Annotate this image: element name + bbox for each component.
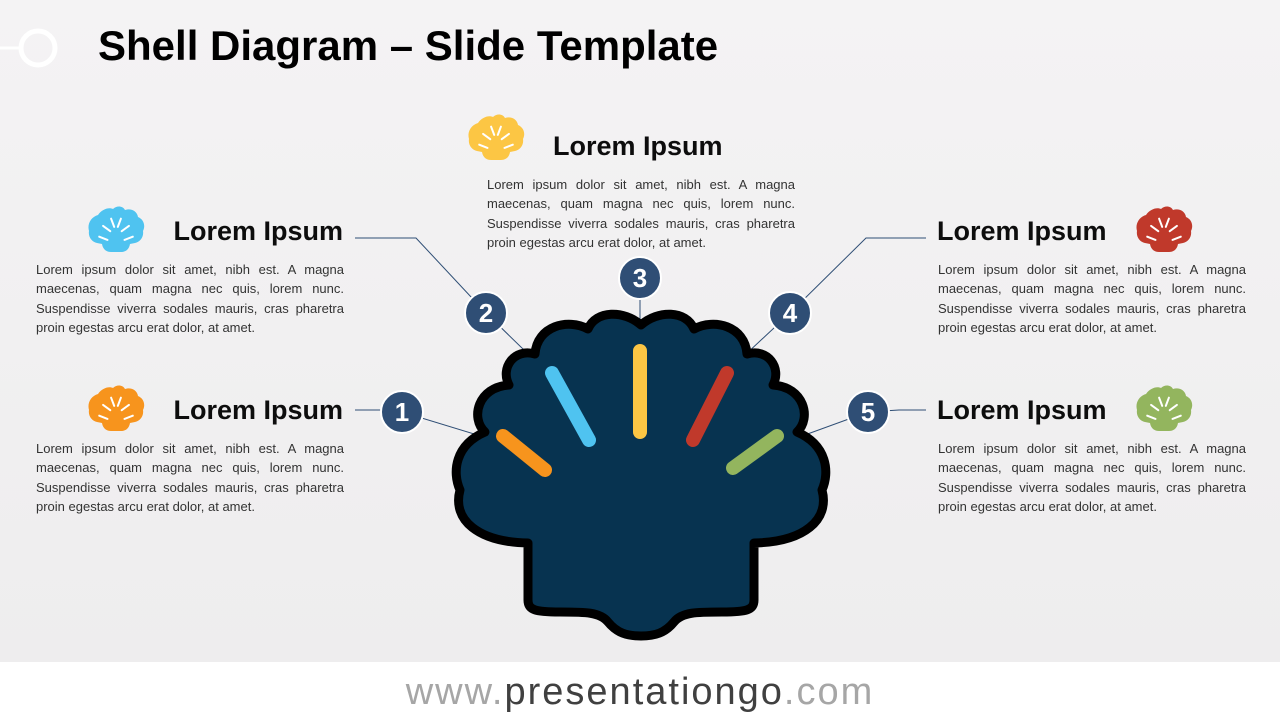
item-heading-3: Lorem Ipsum [553, 131, 723, 161]
url-suffix: .com [783, 671, 875, 713]
url-brand: presentationgo [504, 671, 784, 713]
scallop-shell-icon-2 [87, 205, 146, 253]
badge-number-1: 1 [395, 397, 409, 427]
shell-ray-2 [545, 366, 596, 447]
scallop-shell-icon-1 [87, 384, 146, 432]
number-badge-5: 5 [846, 390, 890, 434]
item-heading-5: Lorem Ipsum [937, 395, 1107, 425]
shell-ray-4 [686, 366, 734, 447]
item-heading-1: Lorem Ipsum [173, 395, 343, 425]
scallop-shell-icon-5 [1135, 384, 1194, 432]
main-shell-shape [451, 309, 831, 641]
footer-bar [0, 662, 1280, 720]
number-badge-1: 1 [380, 390, 424, 434]
item-heading-2: Lorem Ipsum [173, 216, 343, 246]
item-description-5: Lorem ipsum dolor sit amet, nibh est. A … [938, 441, 1246, 514]
number-badge-3: 3 [618, 256, 662, 300]
page-title: Shell Diagram – Slide Template [98, 22, 719, 69]
shell-ray-1 [496, 429, 552, 477]
badge-number-3: 3 [633, 263, 647, 293]
badge-number-5: 5 [861, 397, 875, 427]
item-heading-4: Lorem Ipsum [937, 216, 1107, 246]
item-description-1: Lorem ipsum dolor sit amet, nibh est. A … [36, 441, 344, 514]
scallop-shell-icon-4 [1135, 205, 1194, 253]
shell-diagram: 1 2 3 4 5 [87, 113, 1194, 641]
scallop-shell-icon-3 [467, 113, 526, 161]
item-description-3: Lorem ipsum dolor sit amet, nibh est. A … [487, 177, 795, 250]
footer-url[interactable]: www.presentationgo.com [0, 672, 1280, 712]
badge-number-2: 2 [479, 298, 493, 328]
badge-number-4: 4 [783, 298, 798, 328]
item-description-2: Lorem ipsum dolor sit amet, nibh est. A … [36, 262, 344, 335]
url-prefix: www. [405, 671, 505, 713]
shell-ray-5 [726, 429, 784, 475]
item-description-4: Lorem ipsum dolor sit amet, nibh est. A … [938, 262, 1246, 335]
number-badge-2: 2 [464, 291, 508, 335]
title-ornament [0, 28, 58, 68]
number-badge-4: 4 [768, 291, 812, 335]
